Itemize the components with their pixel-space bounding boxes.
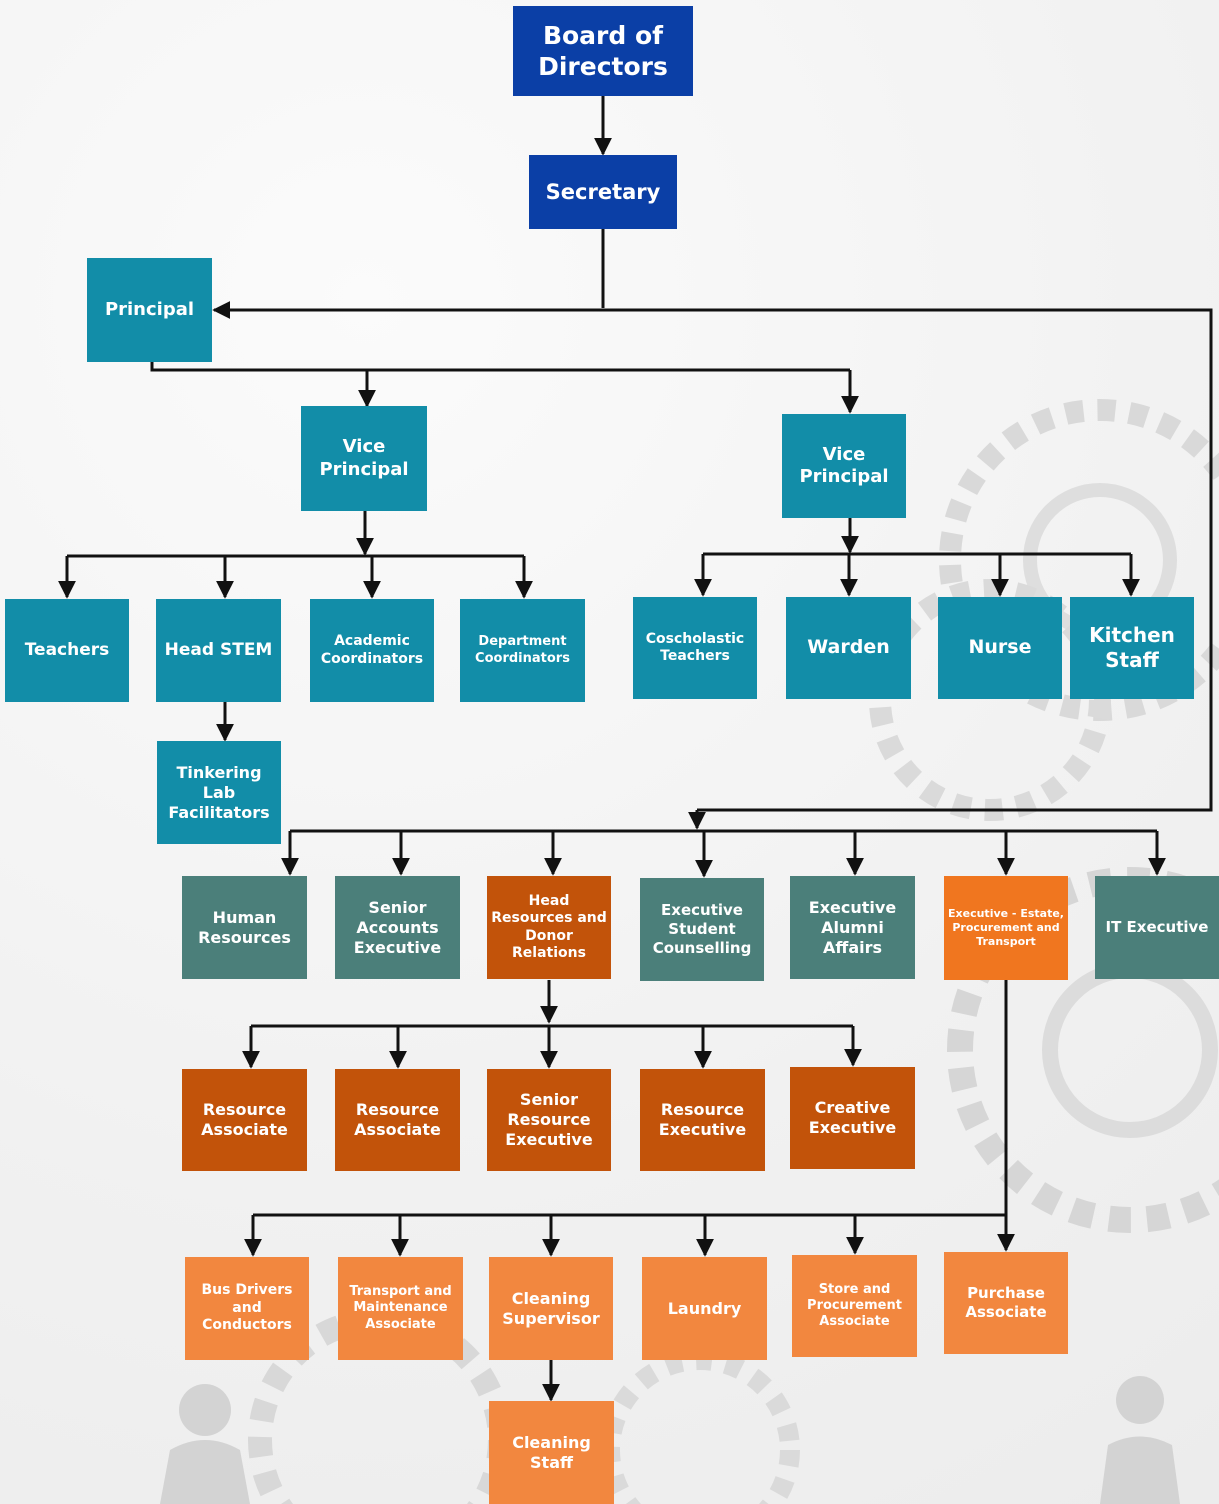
node-label: Executive Alumni Affairs [808,897,897,957]
node-cleaning-supervisor: Cleaning Supervisor [489,1257,613,1360]
node-secretary: Secretary [529,155,677,229]
node-bus-drivers: Bus Drivers and Conductors [185,1257,309,1360]
node-label: Warden [807,636,890,659]
node-nurse: Nurse [938,597,1062,699]
node-label: Resource Associate [354,1100,441,1139]
node-creative-executive: Creative Executive [790,1067,915,1169]
node-label: Executive Student Counselling [652,901,752,957]
node-label: Head STEM [164,639,273,660]
node-label: Board of Directors [538,20,668,81]
node-label: Secretary [545,179,661,204]
node-label: Vice Principal [319,436,409,480]
node-label: Human Resources [198,907,291,947]
node-principal: Principal [87,258,212,362]
node-label: Resource Executive [658,1100,747,1139]
connector-principal-bus [150,362,850,372]
node-senior-resource-executive: Senior Resource Executive [487,1069,611,1171]
node-label: Department Coordinators [475,634,570,666]
node-label: Nurse [968,636,1032,659]
node-label: Transport and Maintenance Associate [349,1284,452,1332]
businessman-icon [160,1376,1180,1504]
node-label: Resource Associate [201,1100,288,1139]
node-executive-estate: Executive - Estate, Procurement and Tran… [944,876,1068,980]
node-label: Bus Drivers and Conductors [201,1282,293,1334]
node-resource-executive: Resource Executive [640,1069,765,1171]
node-label: Academic Coordinators [320,633,424,667]
node-label: Teachers [24,639,110,660]
node-label: Principal [104,298,195,320]
node-senior-accounts-executive: Senior Accounts Executive [335,876,460,979]
node-label: Tinkering Lab Facilitators [168,762,270,822]
node-resource-associate-1: Resource Associate [182,1069,307,1171]
connector-admin-trunk [603,308,1213,812]
node-label: Head Resources and Donor Relations [491,892,607,962]
node-label: Store and Procurement Associate [807,1281,902,1330]
node-department-coordinators: Department Coordinators [460,599,585,702]
node-teachers: Teachers [5,599,129,702]
node-label: Senior Resource Executive [505,1090,593,1149]
node-label: Cleaning Supervisor [502,1288,600,1328]
node-resource-associate-2: Resource Associate [335,1069,460,1171]
node-vice-principal-2: Vice Principal [782,414,906,518]
node-laundry: Laundry [642,1257,767,1360]
node-vice-principal-1: Vice Principal [301,406,427,511]
node-label: Purchase Associate [965,1284,1047,1321]
node-label: Kitchen Staff [1089,623,1175,672]
node-label: Executive - Estate, Procurement and Tran… [948,907,1064,948]
node-kitchen-staff: Kitchen Staff [1070,597,1194,699]
node-academic-coordinators: Academic Coordinators [310,599,434,702]
node-transport-maintenance: Transport and Maintenance Associate [338,1257,463,1360]
node-label: Coscholastic Teachers [645,630,745,665]
node-head-resources: Head Resources and Donor Relations [487,876,611,979]
node-store-procurement: Store and Procurement Associate [792,1255,917,1357]
node-cleaning-staff: Cleaning Staff [489,1401,614,1504]
node-label: IT Executive [1105,918,1209,937]
node-label: Creative Executive [808,1098,897,1137]
node-head-stem: Head STEM [156,599,281,702]
node-label: Senior Accounts Executive [353,897,442,957]
node-human-resources: Human Resources [182,876,307,979]
node-warden: Warden [786,597,911,699]
node-label: Vice Principal [799,443,889,488]
node-it-executive: IT Executive [1095,876,1219,979]
node-executive-student-counselling: Executive Student Counselling [640,878,764,981]
node-purchase-associate: Purchase Associate [944,1252,1068,1354]
node-label: Cleaning Staff [512,1432,591,1472]
node-coscholastic-teachers: Coscholastic Teachers [633,597,757,699]
node-executive-alumni-affairs: Executive Alumni Affairs [790,876,915,979]
node-board-of-directors: Board of Directors [513,6,693,96]
node-label: Laundry [667,1298,742,1318]
node-tinkering-lab: Tinkering Lab Facilitators [157,741,281,844]
